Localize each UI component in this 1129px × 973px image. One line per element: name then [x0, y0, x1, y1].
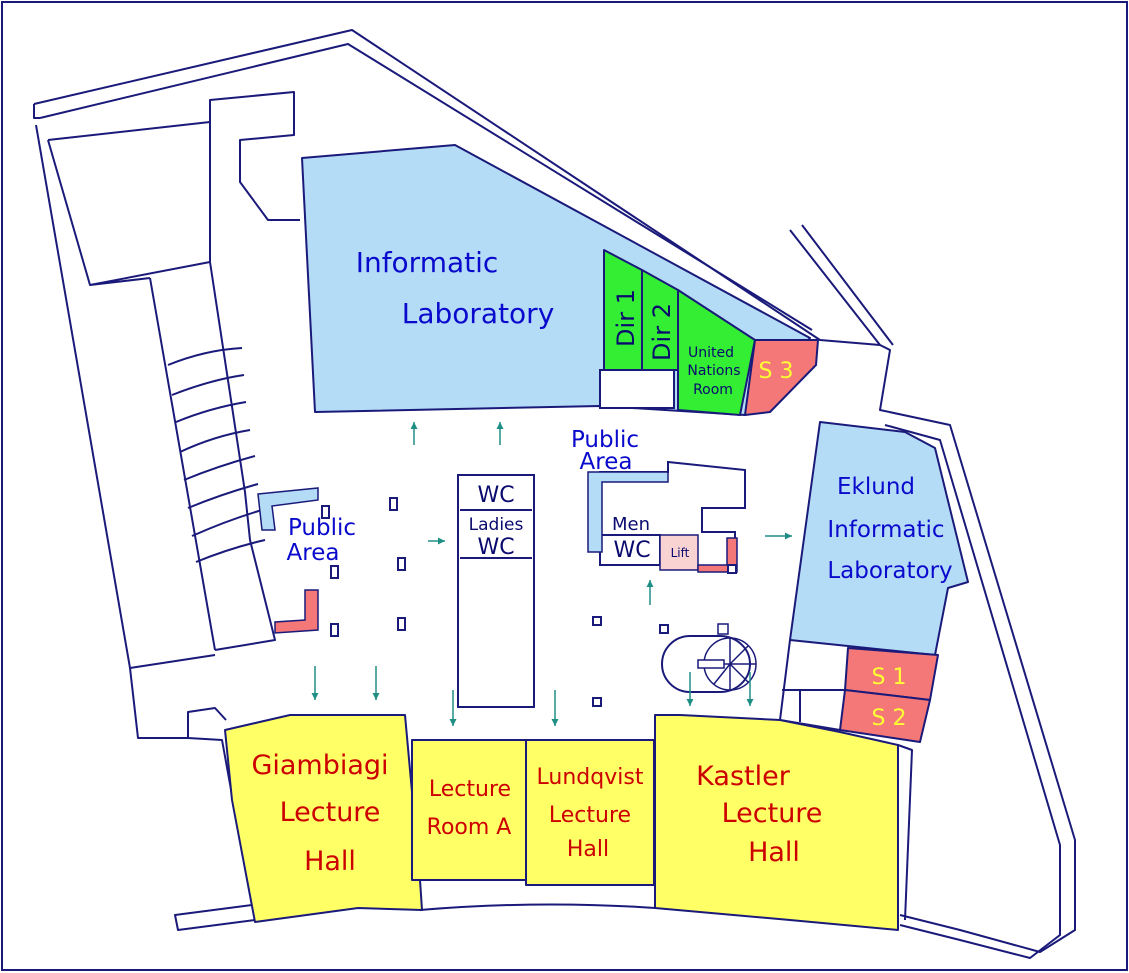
dir2-label: Dir 2 — [648, 303, 676, 361]
pillar — [397, 557, 406, 571]
public-area-left-label: Public Area — [287, 515, 357, 566]
lift-pillar — [727, 564, 737, 574]
informatic-laboratory-line2: Laboratory — [402, 297, 555, 330]
arrow-icon — [372, 666, 380, 700]
eklund-line2: Informatic — [827, 517, 944, 543]
outer-wall-inner — [39, 43, 1061, 959]
lecture-room-a-room — [411, 739, 527, 881]
un-room-label: United Nations Room — [687, 345, 740, 398]
arrow-icon — [311, 666, 319, 700]
lecture-a-line2: Room A — [427, 815, 512, 840]
west-wing-rooms — [47, 122, 276, 651]
lundqvist-line1: Lundqvist — [537, 765, 644, 790]
pillar — [592, 697, 602, 707]
public-area-center-marker — [587, 471, 669, 553]
s2-label: S 2 — [872, 706, 907, 731]
public-area-center-line2: Area — [580, 449, 633, 475]
s1-label: S 1 — [872, 665, 907, 690]
arrow-icon — [449, 690, 457, 726]
arrow-icon — [551, 690, 559, 726]
men-wc-label: Men WC — [612, 514, 651, 563]
public-area-center-line1: Public — [571, 427, 639, 453]
giambiagi-line3: Hall — [304, 846, 356, 877]
kastler-line2: Lecture — [722, 798, 823, 829]
pillar — [389, 497, 398, 511]
informatic-laboratory-label: Informatic Laboratory — [356, 246, 555, 330]
lundqvist-line3: Hall — [567, 837, 609, 862]
lundqvist-line2: Lecture — [549, 803, 631, 828]
arrow-icon — [686, 672, 694, 706]
kastler-label: Kastler Lecture Hall — [696, 761, 822, 868]
eklund-line3: Laboratory — [827, 558, 952, 584]
arrow-icon — [496, 422, 504, 445]
public-area-left-marker — [257, 487, 319, 531]
lundqvist-label: Lundqvist Lecture Hall — [537, 765, 644, 862]
public-area-left-line1: Public — [288, 515, 356, 541]
pillar — [592, 616, 602, 626]
outer-wall — [33, 29, 1076, 953]
s3-label: S 3 — [759, 359, 794, 384]
arrow-icon — [765, 532, 792, 540]
arrow-icon — [746, 672, 754, 706]
un-room-line1: United — [688, 345, 734, 361]
pillars — [321, 497, 669, 707]
pillar — [321, 505, 330, 519]
ladies-wc-line2: WC — [477, 535, 514, 560]
wc-block — [457, 474, 535, 708]
dir1-label: Dir 1 — [612, 289, 640, 347]
wc-top-label: WC — [477, 483, 514, 508]
eklund-laboratory-room — [789, 421, 969, 656]
lecture-a-line1: Lecture — [429, 777, 511, 802]
informatic-laboratory-line1: Informatic — [356, 246, 499, 279]
eklund-line1: Eklund — [837, 474, 915, 500]
ladies-wc-line1: Ladies — [469, 515, 524, 535]
giambiagi-line1: Giambiagi — [251, 750, 388, 781]
s3-room — [744, 339, 819, 416]
arrow-icon — [428, 537, 445, 545]
un-room — [677, 289, 756, 416]
giambiagi-label: Giambiagi Lecture Hall — [251, 750, 388, 877]
men-wc-line1: Men — [612, 514, 650, 535]
red-corner-left — [274, 589, 319, 634]
un-room-line2: Nations — [687, 363, 740, 379]
arrow-icon — [410, 422, 418, 445]
ladies-wc-label: Ladies WC — [469, 515, 524, 560]
public-area-left-line2: Area — [287, 540, 340, 566]
kastler-line1: Kastler — [696, 761, 791, 792]
lobby-box — [599, 369, 675, 409]
eklund-laboratory-label: Eklund Informatic Laboratory — [827, 474, 952, 584]
pillar — [330, 623, 339, 637]
lift-label: Lift — [671, 546, 690, 560]
lower-curve-wall — [419, 744, 913, 921]
spiral-staircase-icon — [661, 623, 757, 693]
lundqvist-lecture-hall-room — [525, 739, 655, 886]
pillar — [397, 617, 406, 631]
pillar — [659, 624, 669, 634]
men-wc-line2: WC — [613, 538, 650, 563]
s2-room — [839, 689, 931, 743]
public-area-center-label: Public Area — [571, 427, 639, 475]
west-lower-wall — [129, 667, 256, 931]
kastler-line3: Hall — [748, 837, 800, 868]
arrow-icon — [646, 580, 654, 605]
giambiagi-line2: Lecture — [280, 797, 381, 828]
west-wing — [47, 91, 300, 221]
west-stairs — [167, 347, 266, 563]
lift-box — [659, 534, 699, 571]
pillar — [330, 565, 339, 579]
un-room-line3: Room — [693, 382, 733, 398]
north-east-corridor — [789, 224, 894, 346]
lecture-room-a-label: Lecture Room A — [427, 777, 512, 840]
direction-arrows — [311, 422, 792, 726]
